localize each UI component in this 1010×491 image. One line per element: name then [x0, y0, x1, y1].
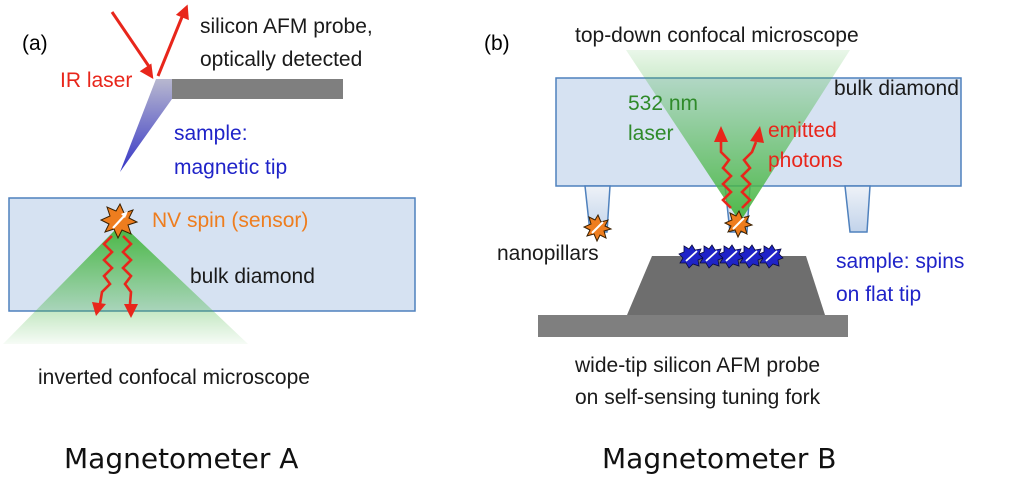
sample-spin-icon — [678, 244, 704, 269]
sample-spin-icon — [738, 244, 764, 269]
arrow-icon — [714, 126, 728, 142]
sample-spins — [678, 244, 784, 269]
nv-spin-icon — [723, 209, 754, 239]
diamond-label-a: bulk diamond — [190, 265, 315, 288]
sample-label-line1: sample: — [174, 122, 248, 145]
sample-spin-icon — [718, 244, 744, 269]
arrow-icon — [750, 126, 764, 143]
microscope-label-b: top-down confocal microscope — [575, 24, 859, 47]
confocal-cone-a — [3, 230, 248, 344]
sample-spin-icon — [698, 244, 724, 269]
laser-label-line1: 532 nm — [628, 92, 698, 115]
laser-label-line2: laser — [628, 122, 674, 145]
afm-cantilever — [172, 79, 343, 99]
arrow-icon — [175, 4, 189, 21]
ir-laser-label: IR laser — [60, 69, 132, 92]
microscope-label-a: inverted confocal microscope — [38, 366, 310, 389]
magnetic-tip — [120, 79, 172, 172]
sample-label-line2: magnetic tip — [174, 156, 287, 179]
caption-b: Magnetometer B — [602, 442, 837, 475]
diamond-label-b: bulk diamond — [834, 77, 959, 100]
emitted-label-line2: photons — [768, 149, 843, 172]
caption-a: Magnetometer A — [64, 442, 298, 475]
probe-label-b-line1: wide-tip silicon AFM probe — [574, 354, 820, 377]
nanopillars-label: nanopillars — [497, 242, 599, 265]
panel-a: (a) IR laser silicon AFM probe, opticall… — [3, 4, 416, 475]
ir-laser-beam — [110, 4, 189, 79]
sample-label-b-line1: sample: spins — [836, 250, 964, 273]
emitted-label-line1: emitted — [768, 119, 837, 142]
arrow-icon — [92, 302, 106, 316]
flat-tip — [627, 256, 825, 315]
panel-b: (b) top-down confocal microscope bulk di… — [484, 24, 964, 475]
sample-label-b-line2: on flat tip — [836, 283, 921, 306]
emitted-photons-b — [714, 126, 764, 209]
confocal-cone-b — [626, 50, 850, 222]
nv-spin-icon — [99, 202, 139, 240]
nv-spin-icon — [582, 213, 613, 243]
panel-a-tag: (a) — [22, 32, 48, 55]
emitted-photons-a — [92, 235, 138, 318]
probe-label-b-line2: on self-sensing tuning fork — [575, 386, 821, 409]
panel-b-tag: (b) — [484, 32, 510, 55]
nv-spin-label: NV spin (sensor) — [152, 209, 308, 232]
probe-label-line1: silicon AFM probe, — [200, 15, 373, 38]
sample-spin-icon — [758, 244, 784, 269]
afm-probe-base — [538, 315, 848, 337]
probe-label-line2: optically detected — [200, 48, 362, 71]
arrow-icon — [139, 63, 154, 79]
nanopillar-right — [844, 185, 871, 233]
arrow-icon — [124, 304, 138, 318]
